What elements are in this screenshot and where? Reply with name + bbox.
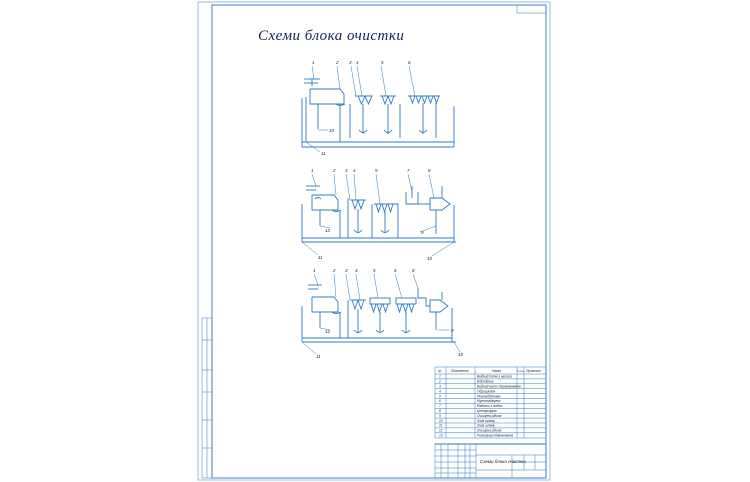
spec-row-num: 4 — [439, 389, 441, 393]
s3-label-5: 5 — [373, 268, 376, 273]
s2-label-12: 12 — [325, 228, 331, 233]
s1-label-5: 5 — [381, 60, 384, 65]
s2-label-5: 5 — [375, 168, 378, 173]
spec-header-name: Назва — [492, 369, 501, 373]
s3-label-6: 6 — [394, 268, 397, 273]
s3-label-10: 10 — [458, 352, 464, 357]
spec-row-name: Резервуар обважнювача — [477, 434, 513, 438]
spec-row-num: 1 — [439, 375, 441, 379]
spec-header-note: Примітка — [526, 369, 541, 373]
spec-row-num: 9 — [439, 414, 441, 418]
s1-label-2: 2 — [335, 60, 339, 65]
title-block: Схеми блока очистки — [434, 443, 547, 479]
s3-label-11: 11 — [316, 354, 321, 359]
s1-label-11: 11 — [321, 151, 326, 156]
title-block-name: Схеми блока очистки — [480, 459, 526, 464]
spec-row-name: Очищена рідина — [477, 414, 502, 418]
corner-box — [516, 4, 547, 14]
s3-label-2: 2 — [332, 268, 336, 273]
s2-label-7: 7 — [407, 168, 410, 173]
binding-strip — [201, 317, 213, 479]
s2-label-10: 10 — [427, 256, 433, 261]
s3-label-12: 12 — [325, 329, 331, 334]
spec-row-num: 12 — [439, 429, 443, 433]
s3-label-9: 9 — [451, 328, 454, 333]
s3-label-3: 3 — [345, 268, 348, 273]
spec-row-name: Мулоосаджувач — [477, 399, 501, 403]
spec-header-code: Позначення — [451, 369, 469, 373]
spec-row-name: Центрифуга — [477, 409, 497, 413]
scheme-3: 1 2 3 4 5 6 8 9 10 11 12 — [301, 268, 464, 359]
spec-row-name: Злив шламу — [477, 419, 495, 423]
spec-row-name: Вхідний насос перекачування — [477, 385, 521, 389]
s1-label-10: 10 — [329, 128, 335, 133]
scheme-1: 1 2 3 4 5 6 10 11 — [301, 60, 455, 156]
spec-row-num: 6 — [439, 399, 441, 403]
s2-label-11: 11 — [318, 255, 323, 260]
spec-row-name: Вхідний потік з насосів — [477, 375, 512, 379]
s1-label-4: 4 — [356, 60, 359, 65]
spec-row-name: Відстійник — [477, 380, 494, 384]
s3-label-4: 4 — [355, 268, 358, 273]
spec-row-name: Очищена рідина — [477, 429, 502, 433]
s1-label-3: 3 — [349, 60, 352, 65]
s2-label-8: 8 — [428, 168, 431, 173]
spec-header-qty: К-сть — [518, 370, 525, 373]
spec-row-num: 5 — [439, 394, 441, 398]
s3-label-8: 8 — [412, 268, 415, 273]
s2-label-4: 4 — [353, 168, 356, 173]
spec-row-num: 11 — [439, 424, 443, 428]
drawing-title: Схеми блока очистки — [258, 28, 405, 44]
s3-label-1: 1 — [313, 268, 316, 273]
spec-row-num: 10 — [439, 419, 443, 423]
spec-row-name: Ємність з водою — [477, 404, 503, 408]
spec-row-name: Пісковідділювач — [477, 394, 501, 398]
scheme-2: 1 2 3 4 5 7 8 9 10 11 12 — [301, 168, 456, 261]
s2-label-2: 2 — [332, 168, 336, 173]
s1-label-6: 6 — [408, 60, 411, 65]
spec-row-num: 7 — [439, 404, 441, 408]
spec-row-num: 2 — [438, 380, 441, 384]
outer-frame — [197, 1, 551, 481]
s1-label-1: 1 — [312, 60, 315, 65]
spec-row-name: Гідроциклон — [477, 389, 495, 393]
inner-frame — [211, 4, 547, 479]
spec-row-num: 3 — [439, 385, 441, 389]
s2-label-1: 1 — [311, 168, 314, 173]
s2-label-9: 9 — [421, 230, 424, 235]
spec-row-num: 8 — [439, 409, 441, 413]
spec-row-num: 13 — [439, 434, 443, 438]
spec-row-name: Злив шламу — [477, 424, 495, 428]
s2-label-3: 3 — [345, 168, 348, 173]
spec-header-num: № — [438, 369, 442, 373]
